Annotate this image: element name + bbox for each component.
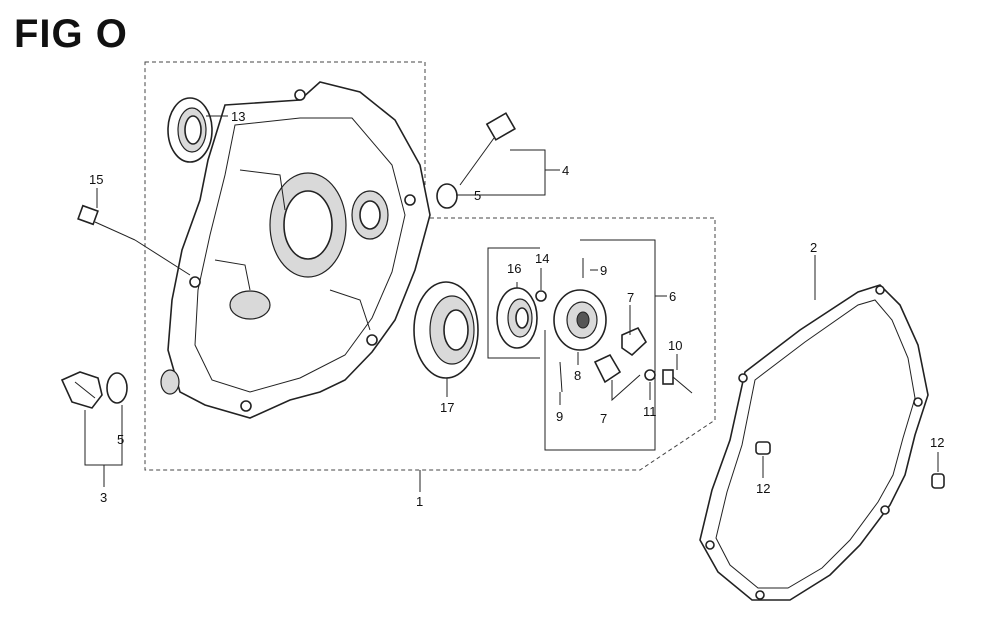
oil-seal-13 (167, 97, 213, 163)
o-ring-5-lower (106, 372, 128, 404)
callout-1: 1 (416, 494, 423, 509)
callout-8: 8 (574, 368, 581, 383)
dowel-pin-12-right (931, 473, 945, 489)
dowel-pin-12-left (755, 441, 771, 455)
governor-weight-7-upper (621, 326, 648, 357)
washer-11 (644, 369, 656, 381)
callout-5-upper: 5 (474, 188, 481, 203)
callout-7-upper: 7 (627, 290, 634, 305)
washer-14 (535, 290, 547, 302)
callout-10: 10 (668, 338, 682, 353)
leader-lines (84, 115, 939, 492)
case-gasket-2 (699, 284, 929, 601)
flange-bolt-15 (77, 204, 136, 241)
crankcase-assembly-boundary (144, 61, 716, 471)
drain-plug-3 (60, 371, 103, 409)
ball-bearing-16 (496, 287, 538, 349)
callout-3: 3 (100, 490, 107, 505)
figure-title: FIG O (14, 12, 128, 56)
oil-filler-cap-4 (459, 112, 516, 186)
callout-12-right: 12 (930, 435, 944, 450)
pin-9-lower (559, 361, 563, 393)
crankcase-cover (167, 81, 431, 419)
governor-group-bracket (544, 239, 656, 451)
callout-9-lower: 9 (556, 409, 563, 424)
callout-7-lower: 7 (600, 411, 607, 426)
governor-shaft-10 (662, 369, 693, 394)
callout-16: 16 (507, 261, 521, 276)
governor-gear-8 (553, 289, 607, 351)
ball-bearing-17 (413, 281, 479, 379)
governor-weight-7-lower (593, 353, 622, 384)
callout-14: 14 (535, 251, 549, 266)
o-ring-5-upper (436, 183, 458, 209)
callout-13: 13 (231, 109, 245, 124)
callout-5-lower: 5 (117, 432, 124, 447)
drain-seal (160, 369, 180, 395)
callout-6: 6 (669, 289, 676, 304)
callout-15: 15 (89, 172, 103, 187)
callout-9-upper: 9 (600, 263, 607, 278)
callout-17: 17 (440, 400, 454, 415)
callout-12-left: 12 (756, 481, 770, 496)
callout-11: 11 (643, 404, 657, 419)
callout-2: 2 (810, 240, 817, 255)
bearing-16-bracket (487, 247, 540, 359)
callout-4: 4 (562, 163, 569, 178)
